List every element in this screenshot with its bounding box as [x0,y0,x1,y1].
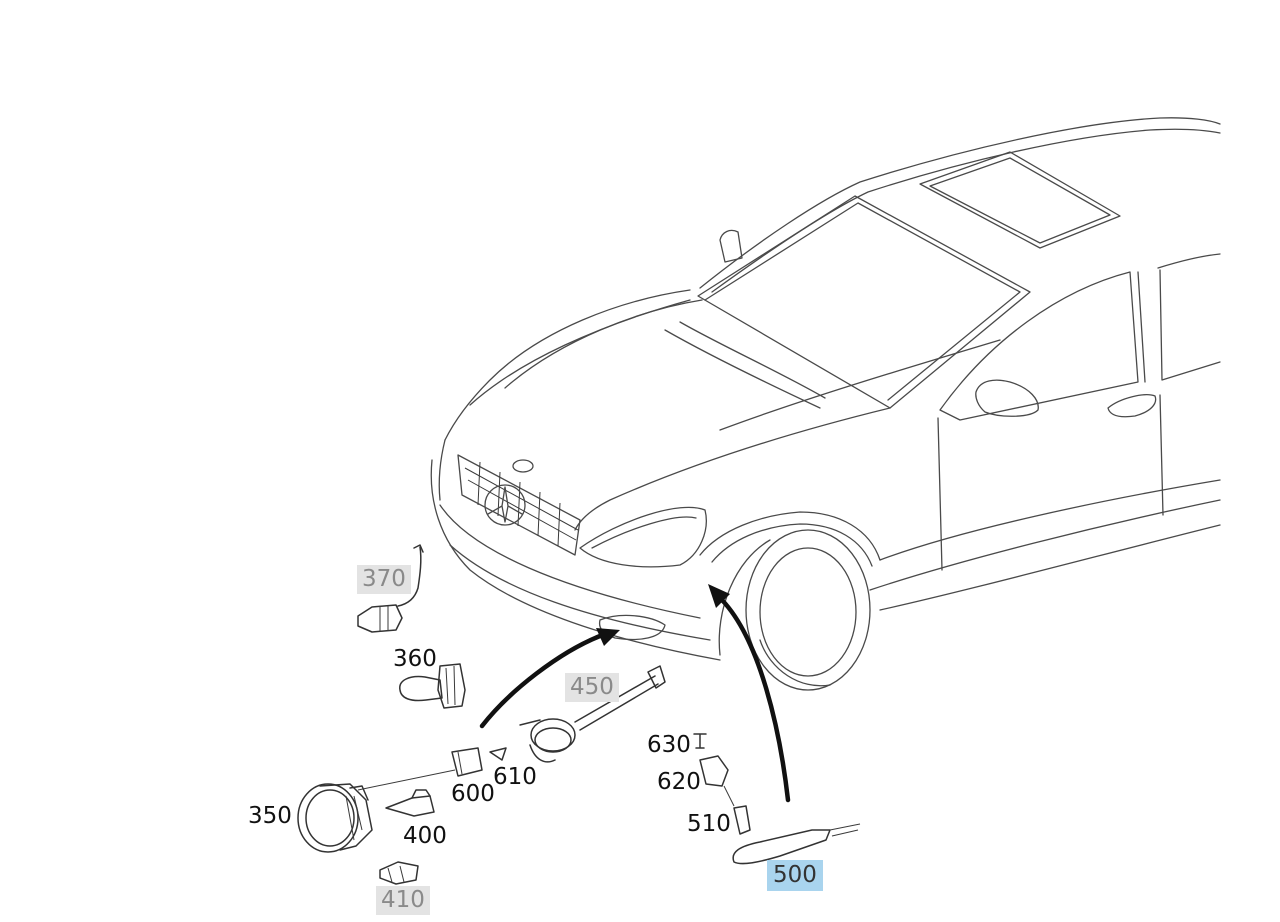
part-620-holder [699,755,735,807]
part-410-clip [379,861,419,885]
callout-500-selected[interactable]: 500 [767,860,823,891]
install-arrow-fog-lamp [479,628,620,729]
callout-350[interactable]: 350 [248,803,292,829]
callout-400[interactable]: 400 [403,823,447,849]
car-outline [430,117,1221,691]
callout-410[interactable]: 410 [376,886,430,915]
part-600-holder [451,747,483,777]
callout-450[interactable]: 450 [565,673,619,702]
callout-620[interactable]: 620 [657,769,701,795]
callout-370[interactable]: 370 [357,565,411,594]
callout-510[interactable]: 510 [687,811,731,837]
part-400-bulb [385,789,435,817]
callout-360[interactable]: 360 [393,646,437,672]
install-arrow-marker-lamp [708,584,791,803]
part-510-bulb [733,805,751,835]
part-370-bulb-socket-wire [357,544,424,633]
part-500-marker-lamp [732,823,861,865]
callout-610[interactable]: 610 [493,764,537,790]
callout-630[interactable]: 630 [647,732,691,758]
part-360-bulb [399,663,466,709]
part-350-fog-lamp-housing [297,769,456,853]
callout-600[interactable]: 600 [451,781,495,807]
part-610-clip [489,747,507,761]
part-450-wiring-harness [519,665,666,763]
part-630-screw [693,733,707,749]
